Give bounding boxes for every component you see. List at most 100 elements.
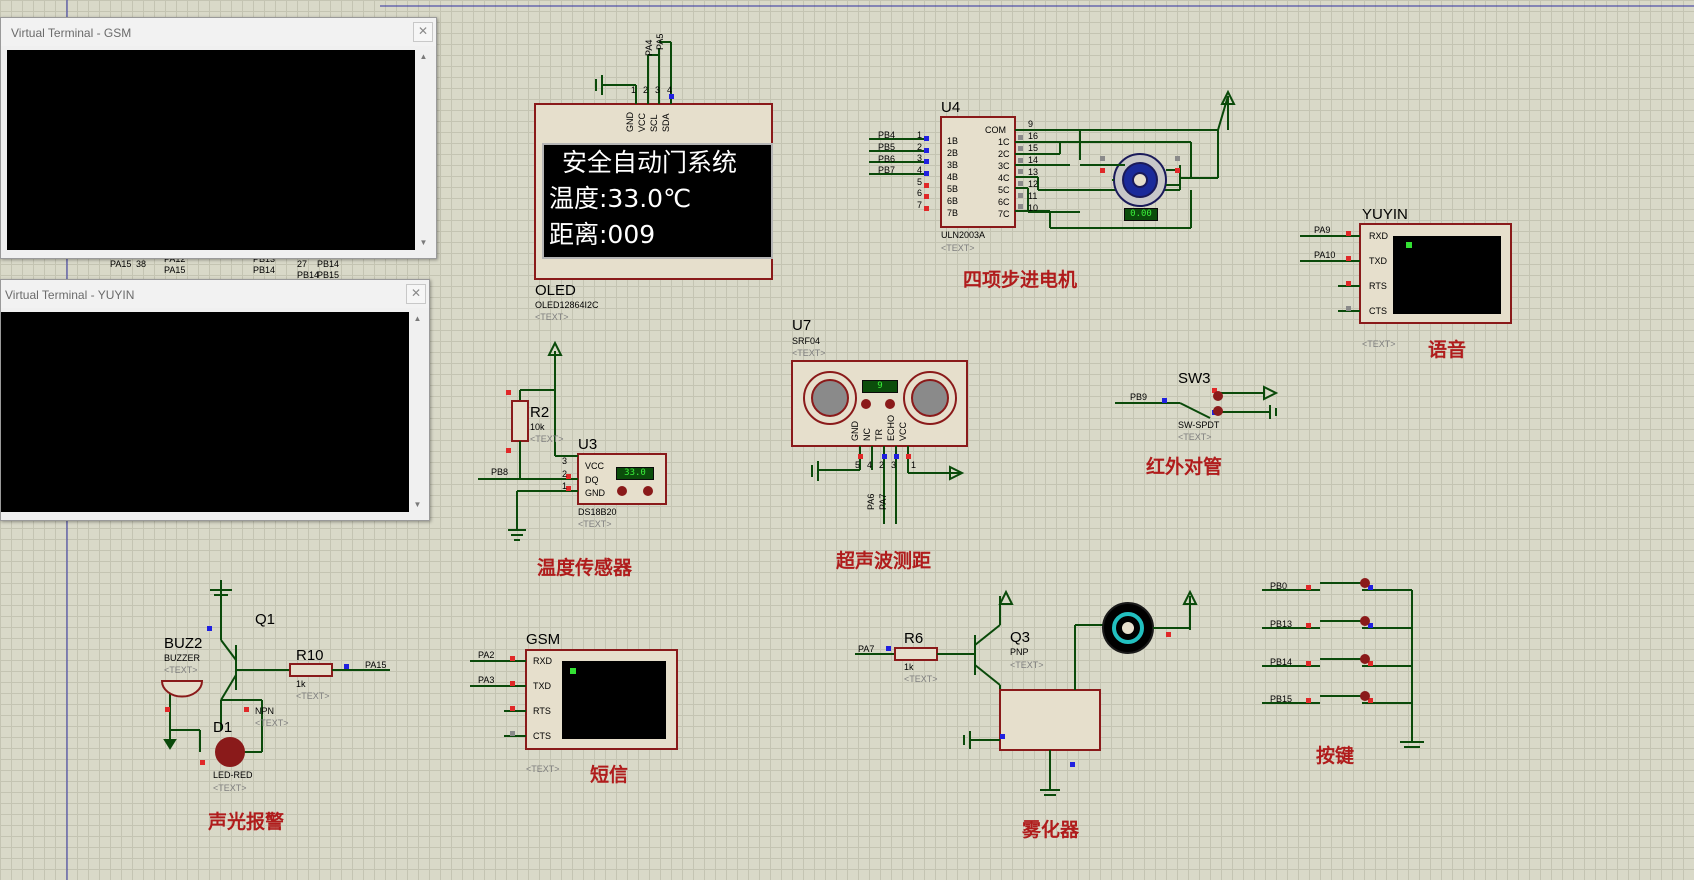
uln-out-pin-11: 11	[1028, 191, 1038, 201]
uln-ref: U4	[941, 99, 961, 116]
scroll-down-icon[interactable]: ▼	[419, 238, 428, 247]
uln-in-5b: 5B	[947, 184, 959, 194]
hidden-schematic-strip: PA15 38 PA12 PA15 PB13 PB14 27 PB14 PB14…	[67, 255, 437, 280]
oled-net-pa4: PA4	[644, 39, 654, 56]
uln-out-pin-13: 13	[1028, 167, 1039, 177]
yuyin-net-pa9: PA9	[1314, 225, 1331, 235]
gsm-pin-rts: RTS	[533, 706, 551, 716]
button-net-pb14: PB14	[1270, 657, 1293, 667]
buzzer-model: BUZZER	[164, 653, 200, 663]
ds18b20-pin-vcc: VCC	[585, 461, 605, 471]
uln-out-1c: 1C	[998, 137, 1010, 147]
uln-in-pin-7: 7	[917, 200, 923, 210]
uln-in-4b: 4B	[947, 172, 959, 182]
uln-net-pb4: PB4	[878, 130, 896, 140]
uln-out-4c: 4C	[998, 173, 1010, 183]
button-net-pb13: PB13	[1270, 619, 1293, 629]
buzzer-ref: BUZ2	[164, 635, 203, 652]
r2-ref: R2	[530, 404, 550, 421]
gsm-cursor	[570, 668, 576, 674]
ds18b20-ref: U3	[578, 436, 598, 453]
q3-text: <TEXT>	[1010, 660, 1044, 670]
hidden-label-pb15: PB15	[317, 270, 340, 280]
q1-ref: Q1	[255, 611, 276, 628]
r2-value: 10k	[530, 422, 545, 432]
ultrasonic-readout: 9	[862, 380, 898, 393]
ds18b20-readout: 33.0	[616, 467, 654, 480]
close-icon[interactable]: ✕	[413, 22, 433, 42]
ultrasonic-pin-num-3: 3	[891, 460, 897, 470]
ds18b20-pin-num-1: 1	[562, 481, 568, 491]
hidden-label-pb14b: PB14	[317, 259, 340, 269]
oled-line-title: 安全自动门系统	[562, 148, 738, 177]
hidden-label-27: 27	[297, 259, 308, 269]
ds18b20-pin-num-2: 2	[562, 469, 568, 479]
terminal-gsm-title: Virtual Terminal - GSM	[11, 26, 132, 40]
yuyin-pin-rts: RTS	[1369, 281, 1387, 291]
button-pb15[interactable]	[1320, 688, 1362, 700]
uln-text: <TEXT>	[941, 243, 975, 253]
caption-temp: 温度传感器	[537, 557, 633, 579]
hidden-label-pb14: PB14	[253, 265, 276, 275]
uln-out-com: COM	[985, 125, 1006, 135]
caption-infrared: 红外对管	[1146, 456, 1223, 478]
ds18b20-text: <TEXT>	[578, 519, 612, 529]
terminal-gsm-titlebar[interactable]: Virtual Terminal - GSM ✕	[1, 18, 436, 46]
yuyin-net-pa10: PA10	[1314, 250, 1336, 260]
yuyin-cursor	[1406, 242, 1412, 248]
atomizer-net-pa7: PA7	[858, 644, 875, 654]
alarm-net-pa15: PA15	[365, 660, 387, 670]
hidden-label-pa15: PA15	[110, 259, 132, 269]
sw3-model: SW-SPDT	[1178, 420, 1220, 430]
uln-out-pin-12: 12	[1028, 179, 1039, 189]
ultrasonic-pin-vcc: VCC	[898, 421, 908, 441]
oled-pin-gnd: GND	[625, 112, 635, 132]
oled-ref: OLED	[535, 282, 576, 299]
ultrasonic-net-pa6: PA6	[866, 493, 876, 510]
oled-line-temperature: 温度:33.0℃	[549, 184, 692, 213]
ultrasonic-pin-gnd: GND	[850, 421, 860, 441]
ultrasonic-pin-nc: NC	[862, 428, 872, 441]
yuyin-pin-rxd: RXD	[1369, 231, 1389, 241]
terminal-yuyin-titlebar[interactable]: Virtual Terminal - YUYIN ✕	[1, 280, 429, 308]
uln-in-pin-5: 5	[917, 177, 923, 187]
terminal-gsm-window[interactable]: Virtual Terminal - GSM ✕ ▲ ▼	[0, 17, 437, 259]
oled-pin-scl: SCL	[649, 114, 659, 132]
hidden-label-pb14c: PB14	[297, 270, 320, 280]
gsm-ref: GSM	[526, 631, 561, 648]
close-icon[interactable]: ✕	[406, 284, 426, 304]
r2-text: <TEXT>	[530, 434, 564, 444]
oled-display: 安全自动门系统 温度:33.0℃ 距离:009	[542, 143, 773, 259]
uln-in-pin-3: 3	[917, 153, 923, 163]
caption-alarm: 声光报警	[208, 811, 285, 833]
oled-line-distance: 距离:009	[549, 220, 656, 249]
hidden-label-pa15b: PA15	[164, 265, 186, 275]
scroll-up-icon[interactable]: ▲	[413, 314, 422, 323]
scroll-down-icon[interactable]: ▼	[413, 500, 422, 509]
oled-pin-num-1: 1	[631, 85, 637, 95]
button-pb13[interactable]	[1320, 613, 1362, 625]
terminal-yuyin-screen[interactable]	[1, 312, 409, 512]
scroll-up-icon[interactable]: ▲	[419, 52, 428, 61]
uln-net-pb6: PB6	[878, 154, 896, 164]
terminal-gsm-scrollbar[interactable]: ▲ ▼	[416, 50, 431, 250]
oled-text: <TEXT>	[535, 312, 569, 322]
caption-keys: 按键	[1316, 745, 1355, 767]
terminal-yuyin-title: Virtual Terminal - YUYIN	[5, 288, 135, 302]
terminal-yuyin-window[interactable]: Virtual Terminal - YUYIN ✕ ▲ ▼	[0, 279, 430, 521]
ultrasonic-pin-num-4: 4	[867, 460, 873, 470]
ultrasonic-ref: U7	[792, 317, 812, 334]
button-pb0[interactable]	[1320, 575, 1362, 587]
gsm-pin-cts: CTS	[533, 731, 551, 741]
terminal-yuyin-scrollbar[interactable]: ▲ ▼	[410, 312, 425, 512]
d1-text: <TEXT>	[213, 783, 247, 793]
r10-text: <TEXT>	[296, 691, 330, 701]
gsm-pin-txd: TXD	[533, 681, 551, 691]
uln-out-pin-14: 14	[1028, 155, 1039, 165]
terminal-gsm-screen[interactable]	[7, 50, 415, 250]
button-pb14[interactable]	[1320, 651, 1362, 663]
q3-ref: Q3	[1010, 629, 1031, 646]
sw3-text: <TEXT>	[1178, 432, 1212, 442]
ds18b20-pin-dq: DQ	[585, 475, 599, 485]
